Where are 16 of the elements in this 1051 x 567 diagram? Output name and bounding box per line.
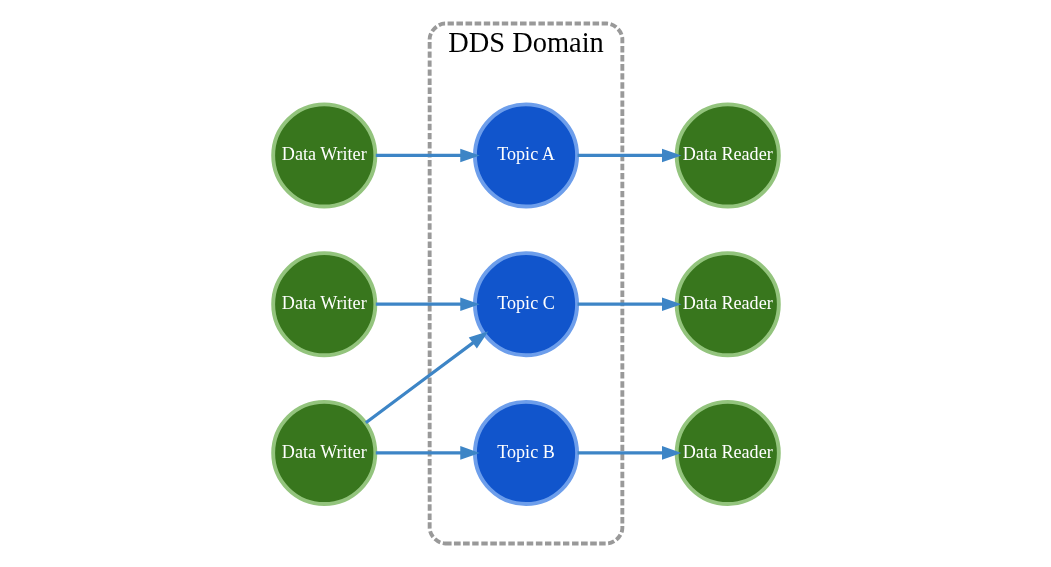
arrow (577, 148, 681, 163)
node-circle: Data Reader (674, 251, 781, 358)
node-circle: Topic C (472, 251, 579, 358)
node-circle: Data Reader (674, 102, 781, 209)
node-circle: Topic B (472, 399, 579, 506)
node-circle: Data Reader (674, 399, 781, 506)
arrow (577, 297, 681, 311)
arrow (375, 148, 480, 163)
node-circle: Data Writer (270, 399, 377, 506)
node-circle: Data Writer (270, 251, 377, 358)
arrow (375, 446, 480, 460)
node-circle: Data Writer (270, 102, 377, 209)
arrow (364, 331, 488, 425)
arrow (577, 446, 681, 460)
arrow (375, 297, 480, 311)
node-circle: Topic A (472, 102, 579, 209)
